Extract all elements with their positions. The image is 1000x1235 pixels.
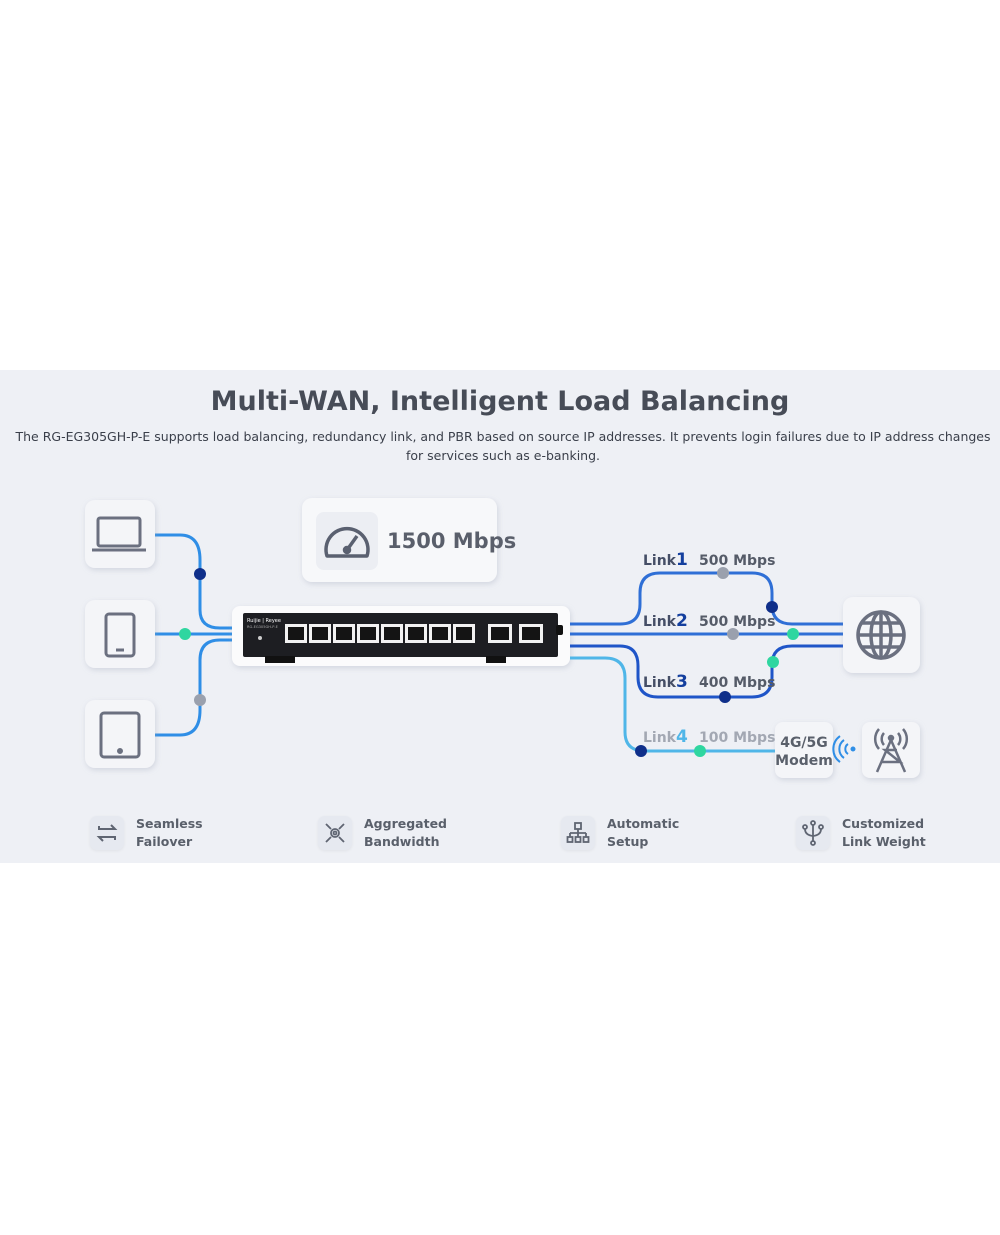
link2-speed: 500 Mbps: [699, 614, 775, 630]
ethernet-port-socket: [432, 627, 448, 640]
feature-label: Link Weight: [842, 834, 926, 849]
phone-device: [85, 600, 155, 668]
dot: [787, 628, 799, 640]
link2-label: Link2: [643, 611, 688, 631]
feature-label: Setup: [607, 834, 649, 849]
router-brand: Ruijie | Reyee: [247, 618, 281, 624]
network-diagram: 1500 Mbps Ruijie | Reyee RG-EG305GH-P-E …: [85, 498, 920, 778]
hierarchy-icon: [561, 816, 595, 850]
ethernet-port-socket: [384, 627, 400, 640]
client-line-tablet: [155, 638, 234, 737]
trident-icon: [796, 816, 830, 850]
section-title: Multi-WAN, Intelligent Load Balancing: [210, 386, 790, 417]
link3-line: [570, 644, 845, 699]
feature-label: Automatic: [607, 816, 680, 831]
router-device: Ruijie | Reyee RG-EG305GH-P-E: [243, 613, 563, 663]
wireless-signal-icon: [832, 735, 856, 763]
ethernet-port-socket: [491, 627, 509, 640]
ethernet-ports: [285, 624, 543, 643]
failover-arrows-icon: [90, 816, 124, 850]
link1-speed: 500 Mbps: [699, 553, 775, 569]
dot-laptop: [194, 568, 206, 580]
ethernet-port-socket: [312, 627, 328, 640]
ethernet-port-socket: [408, 627, 424, 640]
section-description: The RG-EG305GH-P-E supports load balanci…: [15, 429, 991, 463]
dot-tablet: [194, 694, 206, 706]
phone-icon: [104, 612, 136, 658]
aggregate-icon: [318, 816, 352, 850]
modem-label-line2: Modem: [775, 753, 833, 769]
feature-label: Failover: [136, 834, 193, 849]
ethernet-port-socket: [360, 627, 376, 640]
feature-label: Bandwidth: [364, 834, 440, 849]
feature-label: Customized: [842, 816, 925, 831]
globe-icon: [856, 610, 906, 660]
link4-label: Link4: [643, 727, 688, 747]
link4-speed: 100 Mbps: [699, 730, 775, 746]
dot-phone: [179, 628, 191, 640]
aggregate-speed: 1500 Mbps: [387, 529, 516, 553]
dot: [767, 656, 779, 668]
link3-label: Link3: [643, 672, 688, 692]
feature-label: Seamless: [136, 816, 203, 831]
link1-label: Link1: [643, 550, 688, 570]
feature-label: Aggregated: [364, 816, 447, 831]
router-model: RG-EG305GH-P-E: [247, 625, 279, 629]
dot: [766, 601, 778, 613]
modem-card: [775, 722, 833, 778]
tablet-icon: [99, 711, 141, 759]
speedometer-icon: [324, 526, 370, 558]
dot: [694, 745, 706, 757]
ethernet-port-socket: [336, 627, 352, 640]
link3-speed: 400 Mbps: [699, 675, 775, 691]
dot: [719, 691, 731, 703]
modem-label-line1: 4G/5G: [780, 735, 828, 751]
ethernet-port-socket: [522, 627, 540, 640]
ethernet-port-socket: [288, 627, 304, 640]
laptop-icon: [92, 516, 146, 552]
cell-tower-icon: [874, 728, 908, 773]
client-line-laptop: [155, 533, 234, 630]
dot: [635, 745, 647, 757]
dot: [727, 628, 739, 640]
laptop-device: [85, 500, 155, 568]
link1-line: [570, 571, 845, 626]
ethernet-port-socket: [456, 627, 472, 640]
dot: [717, 567, 729, 579]
